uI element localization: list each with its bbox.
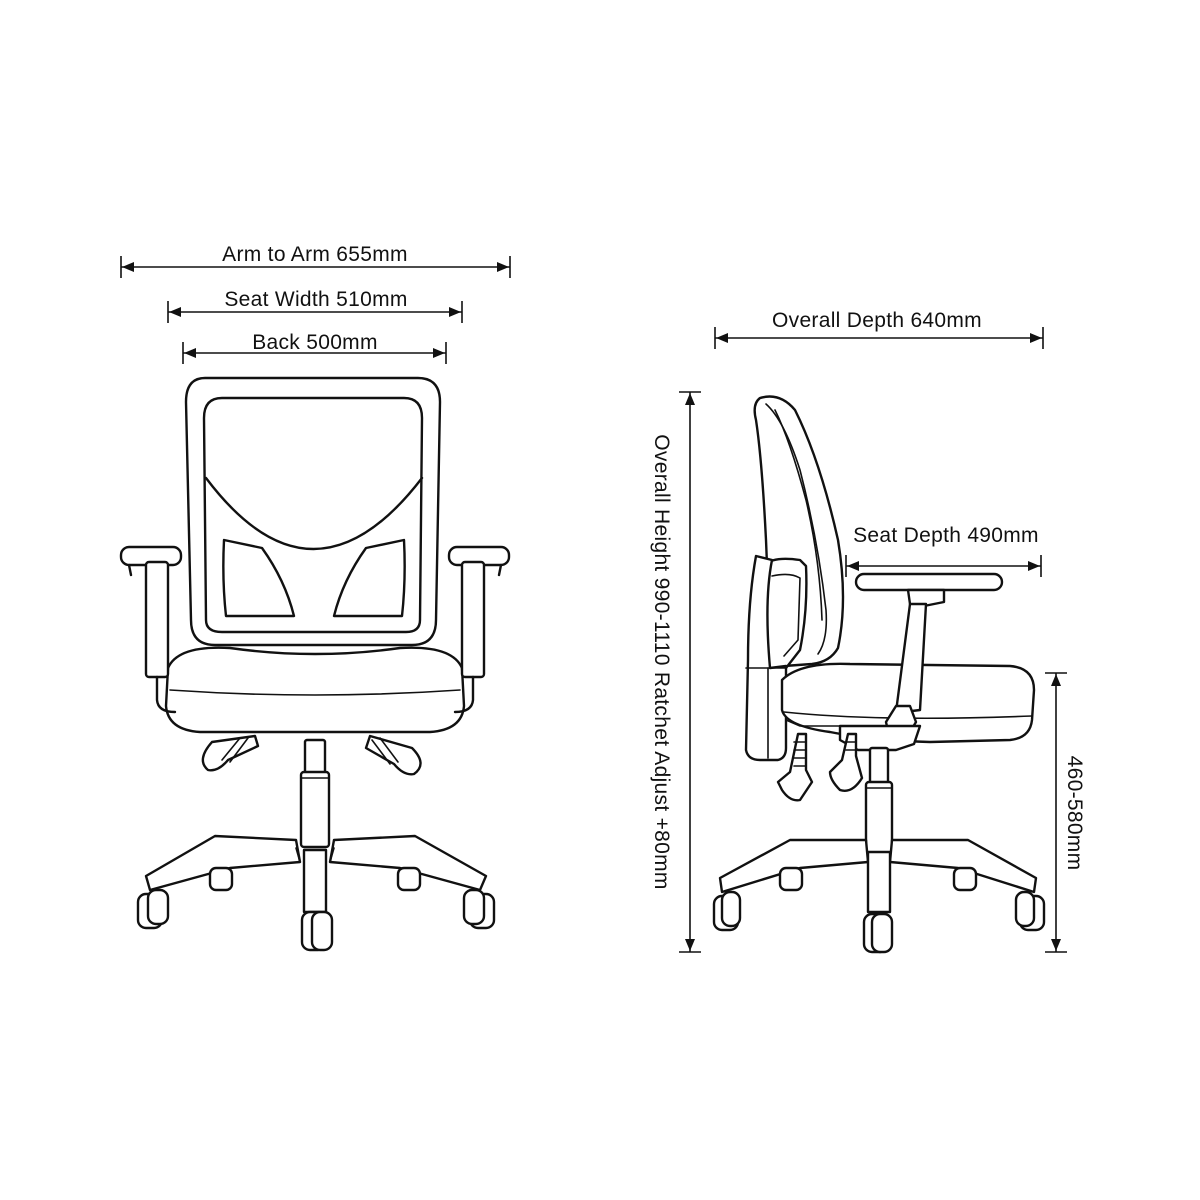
side-mechanism xyxy=(838,724,922,752)
front-right-arm-post xyxy=(460,560,486,679)
dimension-seat-depth: Seat Depth 490mm xyxy=(845,524,1042,577)
front-caster-center xyxy=(300,910,334,952)
dimension-seat-height: 460-580mm xyxy=(1045,672,1086,953)
front-backrest-frame xyxy=(184,376,442,647)
side-lever-front xyxy=(828,732,864,792)
side-armrest-pad xyxy=(854,572,1004,592)
front-left-lever xyxy=(201,734,260,772)
side-caster-back-left xyxy=(778,866,804,892)
front-left-arm-post xyxy=(144,560,170,679)
side-arm-bracket xyxy=(906,588,946,608)
front-backrest-mesh xyxy=(202,396,424,634)
dimension-seat-width: Seat Width 510mm xyxy=(167,288,463,323)
seat-width-label: Seat Width 510mm xyxy=(224,288,407,311)
dimension-arm-to-arm: Arm to Arm 655mm xyxy=(120,243,511,278)
front-gas-lift-upper xyxy=(303,738,327,776)
front-chair-drawing xyxy=(119,376,511,952)
front-caster-left xyxy=(136,888,170,930)
front-seat-cushion xyxy=(164,646,466,734)
seat-height-label: 460-580mm xyxy=(1063,756,1086,871)
front-gas-lift-lower xyxy=(299,770,331,849)
side-caster-center xyxy=(862,912,894,954)
arm-to-arm-label: Arm to Arm 655mm xyxy=(222,243,408,266)
side-gas-lift-upper xyxy=(868,746,890,786)
dimension-back: Back 500mm xyxy=(182,331,447,364)
overall-height-label: Overall Height 990-1110 Ratchet Adjust +… xyxy=(650,434,673,889)
side-chair-drawing xyxy=(712,395,1046,954)
side-back-post xyxy=(744,554,788,762)
dimension-overall-height: Overall Height 990-1110 Ratchet Adjust +… xyxy=(650,391,701,953)
dimension-overall-depth: Overall Depth 640mm xyxy=(714,309,1044,349)
side-caster-right xyxy=(1014,890,1046,932)
front-caster-back-left xyxy=(208,866,234,892)
side-arm-post xyxy=(894,602,928,714)
seat-depth-label: Seat Depth 490mm xyxy=(853,524,1039,547)
side-caster-left xyxy=(712,890,742,932)
front-caster-back-right xyxy=(396,866,422,892)
side-gas-lift-lower xyxy=(864,780,894,856)
overall-depth-label: Overall Depth 640mm xyxy=(772,309,982,332)
side-caster-back-right xyxy=(952,866,978,892)
back-label: Back 500mm xyxy=(252,331,378,354)
front-caster-right xyxy=(462,888,496,930)
